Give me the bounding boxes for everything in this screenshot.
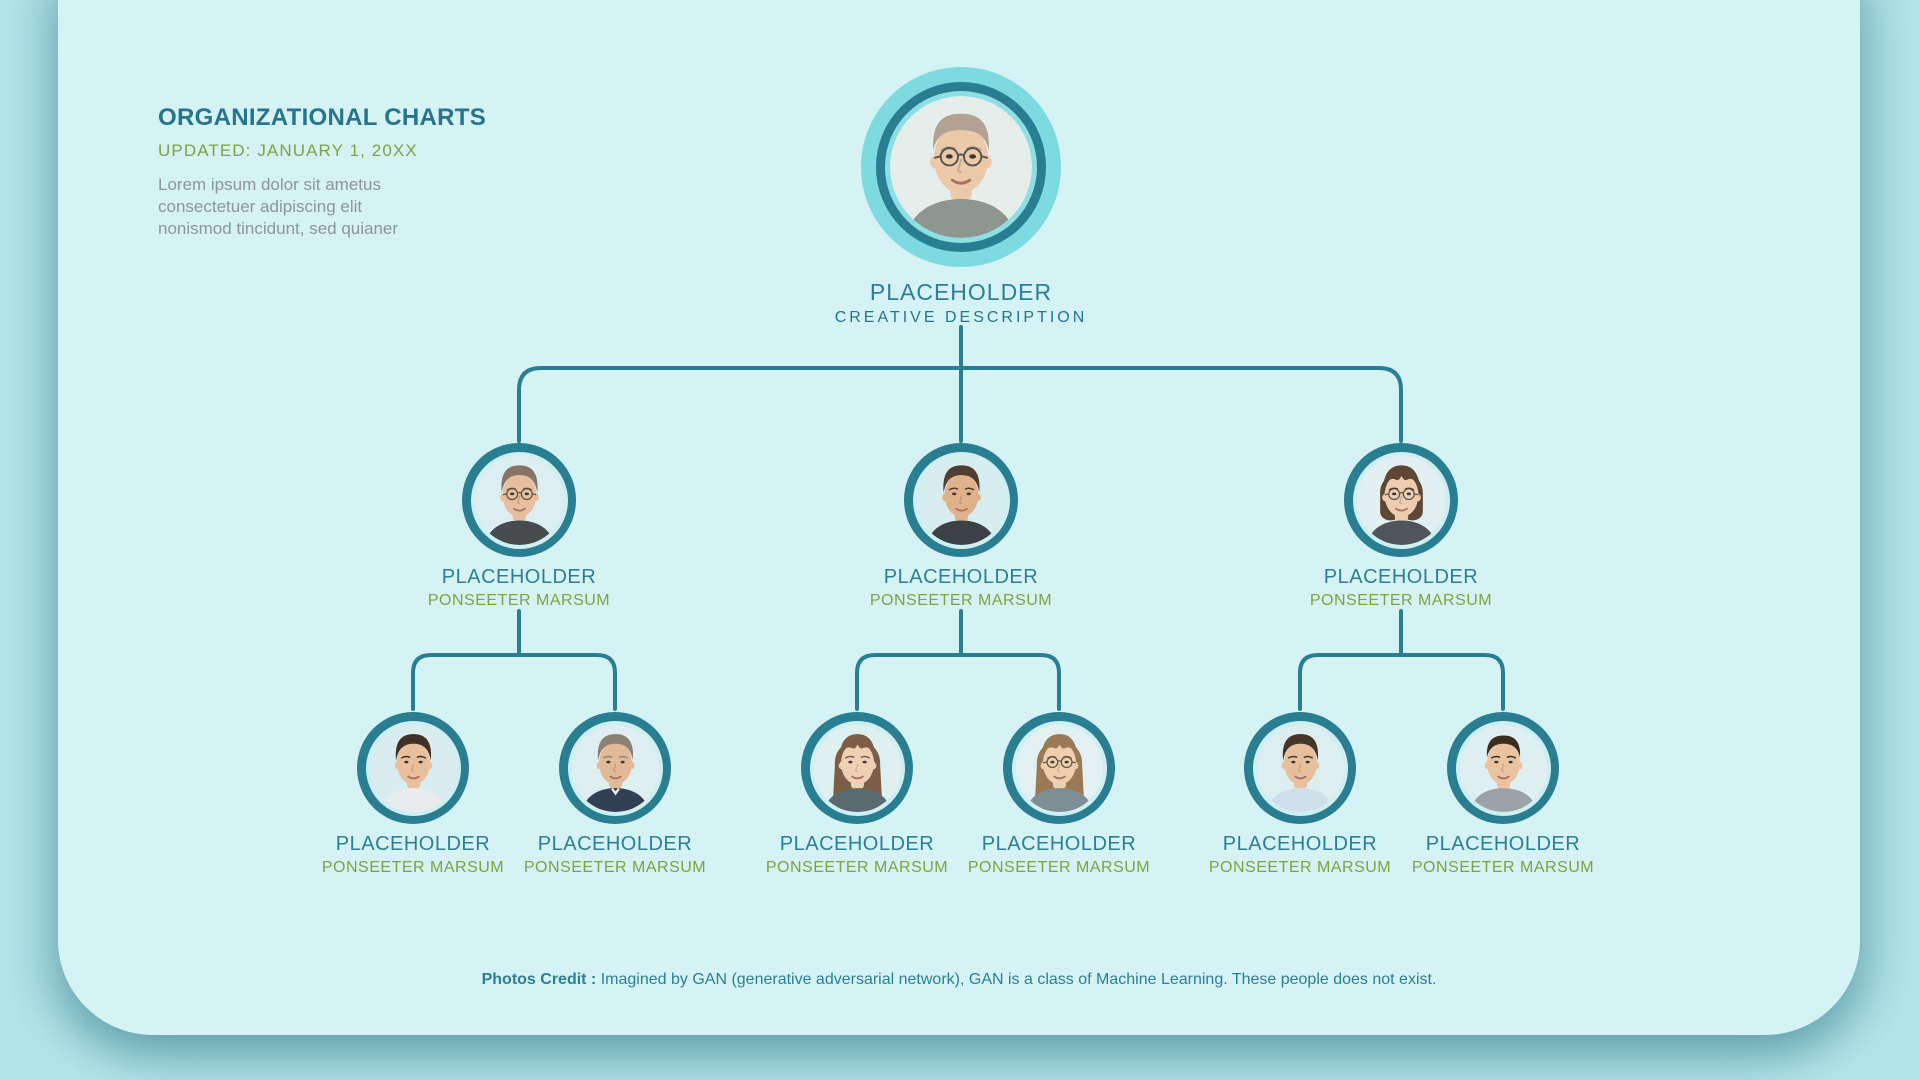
avatar-gap bbox=[470, 451, 568, 549]
org-node-root: PLACEHOLDER CREATIVE DESCRIPTION bbox=[821, 67, 1101, 327]
person-role: PONSEETER MARSUM bbox=[427, 592, 611, 609]
org-node-c5: PLACEHOLDER PONSEETER MARSUM bbox=[1160, 712, 1440, 877]
avatar-gap bbox=[1252, 720, 1348, 816]
header-block: ORGANIZATIONAL CHARTS UPDATED: JANUARY 1… bbox=[158, 104, 578, 240]
avatar-woman-light-brown-hair-glasses bbox=[1015, 724, 1103, 812]
avatar-ring bbox=[1003, 712, 1115, 824]
person-name: PLACEHOLDER bbox=[869, 279, 1053, 305]
footer-credit-text: Imagined by GAN (generative adversarial … bbox=[596, 971, 1437, 988]
avatar-ring bbox=[462, 443, 576, 557]
avatar-outer-ring bbox=[861, 67, 1061, 267]
person-name: PLACEHOLDER bbox=[883, 566, 1039, 588]
org-node-m2: PLACEHOLDER PONSEETER MARSUM bbox=[821, 443, 1101, 610]
person-role: PONSEETER MARSUM bbox=[765, 859, 949, 876]
person-role: PONSEETER MARSUM bbox=[1411, 859, 1595, 876]
avatar-outer-ring bbox=[357, 712, 469, 824]
avatar-gap bbox=[1011, 720, 1107, 816]
avatar-outer-ring bbox=[1244, 712, 1356, 824]
person-role: CREATIVE DESCRIPTION bbox=[834, 309, 1088, 326]
avatar-ring bbox=[559, 712, 671, 824]
avatar-man-dark-brown-hair bbox=[916, 455, 1006, 545]
avatar-man-dark-wavy-hair-light-jacket bbox=[369, 724, 457, 812]
avatar-elderly-man-gray-hair-rimless-glasses bbox=[890, 96, 1032, 238]
footer-credit-label: Photos Credit : bbox=[481, 971, 597, 988]
person-name: PLACEHOLDER bbox=[441, 566, 597, 588]
avatar-outer-ring bbox=[462, 443, 576, 557]
avatar-man-gray-brown-hair-round-glasses bbox=[474, 455, 564, 545]
org-node-c1: PLACEHOLDER PONSEETER MARSUM bbox=[273, 712, 553, 877]
avatar-ring bbox=[1344, 443, 1458, 557]
org-node-c2: PLACEHOLDER PONSEETER MARSUM bbox=[475, 712, 755, 877]
avatar-outer-ring bbox=[801, 712, 913, 824]
org-node-c3: PLACEHOLDER PONSEETER MARSUM bbox=[717, 712, 997, 877]
avatar-gap bbox=[1455, 720, 1551, 816]
person-name: PLACEHOLDER bbox=[537, 833, 693, 855]
avatar-ring bbox=[1244, 712, 1356, 824]
avatar-outer-ring bbox=[1447, 712, 1559, 824]
page-title: ORGANIZATIONAL CHARTS bbox=[158, 104, 487, 131]
avatar-gap bbox=[567, 720, 663, 816]
person-role: PONSEETER MARSUM bbox=[1208, 859, 1392, 876]
avatar-outer-ring bbox=[1344, 443, 1458, 557]
avatar-ring bbox=[801, 712, 913, 824]
org-node-m3: PLACEHOLDER PONSEETER MARSUM bbox=[1261, 443, 1541, 610]
avatar-gap bbox=[809, 720, 905, 816]
avatar-outer-ring bbox=[559, 712, 671, 824]
avatar-ring bbox=[1447, 712, 1559, 824]
footer-credit: Photos Credit : Imagined by GAN (generat… bbox=[58, 971, 1860, 989]
org-node-c6: PLACEHOLDER PONSEETER MARSUM bbox=[1363, 712, 1643, 877]
avatar-ring bbox=[904, 443, 1018, 557]
description-line: Lorem ipsum dolor sit ametus bbox=[158, 175, 381, 194]
person-role: PONSEETER MARSUM bbox=[967, 859, 1151, 876]
avatar-outer-ring bbox=[904, 443, 1018, 557]
description-line: nonismod tincidunt, sed quianer bbox=[158, 219, 399, 238]
avatar-outer-ring bbox=[1003, 712, 1115, 824]
avatar-gap bbox=[365, 720, 461, 816]
person-role: PONSEETER MARSUM bbox=[869, 592, 1053, 609]
avatar-gap bbox=[1352, 451, 1450, 549]
avatar-woman-dark-pulled-back-hair bbox=[1459, 724, 1547, 812]
avatar-ring bbox=[876, 82, 1046, 252]
avatar-man-short-gray-hair-navy-suit bbox=[571, 724, 659, 812]
avatar-man-dark-short-hair-blue-shirt bbox=[1256, 724, 1344, 812]
person-name: PLACEHOLDER bbox=[981, 833, 1137, 855]
avatar-gap bbox=[912, 451, 1010, 549]
org-node-m1: PLACEHOLDER PONSEETER MARSUM bbox=[379, 443, 659, 610]
person-name: PLACEHOLDER bbox=[1323, 566, 1479, 588]
person-name: PLACEHOLDER bbox=[1425, 833, 1581, 855]
person-name: PLACEHOLDER bbox=[335, 833, 491, 855]
person-name: PLACEHOLDER bbox=[1222, 833, 1378, 855]
org-node-c4: PLACEHOLDER PONSEETER MARSUM bbox=[919, 712, 1199, 877]
person-name: PLACEHOLDER bbox=[779, 833, 935, 855]
avatar-woman-short-brown-hair-glasses bbox=[1356, 455, 1446, 545]
description-line: consectetuer adipiscing elit bbox=[158, 197, 363, 216]
person-role: PONSEETER MARSUM bbox=[321, 859, 505, 876]
person-role: PONSEETER MARSUM bbox=[1309, 592, 1493, 609]
avatar-ring bbox=[357, 712, 469, 824]
avatar-gap bbox=[885, 91, 1037, 243]
description-text: Lorem ipsum dolor sit ametus consectetue… bbox=[158, 174, 578, 240]
person-role: PONSEETER MARSUM bbox=[523, 859, 707, 876]
updated-date: UPDATED: JANUARY 1, 20XX bbox=[158, 141, 418, 160]
avatar-woman-brown-shoulder-hair bbox=[813, 724, 901, 812]
